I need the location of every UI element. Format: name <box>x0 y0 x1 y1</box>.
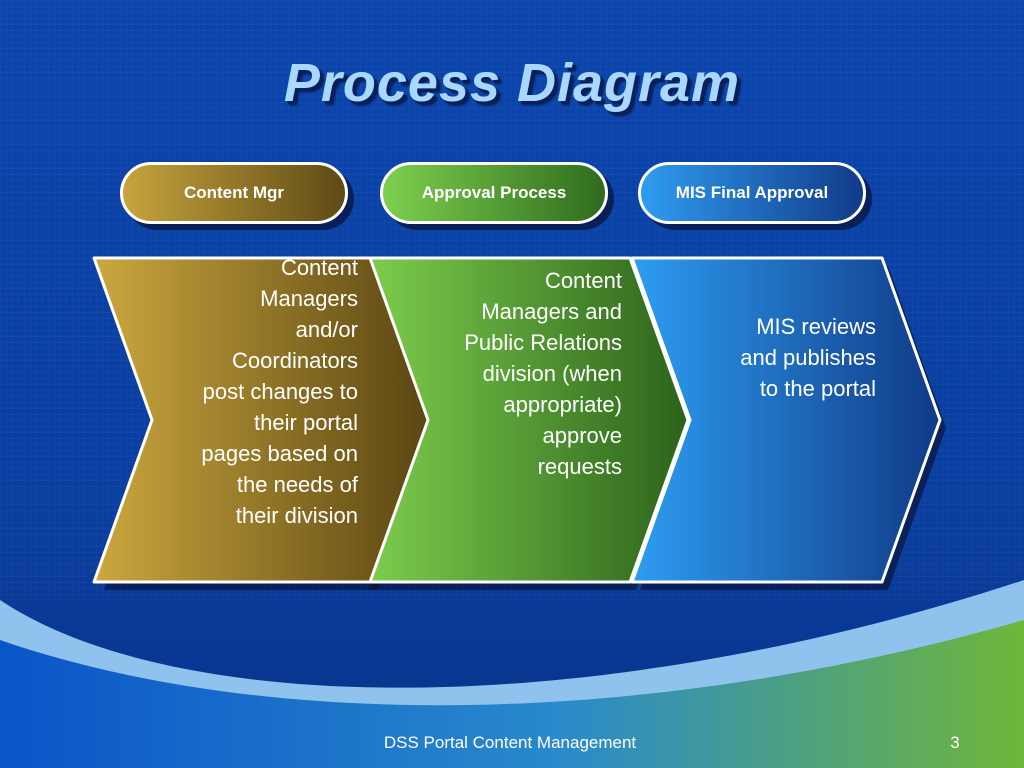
stage-1-chevron <box>92 256 430 584</box>
stage-1-label: Content Mgr <box>183 183 285 202</box>
stage-3-description: MIS reviews and publishes to the portal <box>740 314 876 401</box>
stage-3-chevron <box>630 256 942 584</box>
stage-1-description: Content Managers and/or Coordinators pos… <box>201 255 358 528</box>
stage-3-label: MIS Final Approval <box>675 183 829 202</box>
stage-1-header: Content Mgr <box>120 162 348 224</box>
stage-3-header: MIS Final Approval <box>638 162 866 224</box>
stage-2-description: Content Managers and Public Relations di… <box>464 268 622 479</box>
footer-text: DSS Portal Content Management <box>383 733 637 752</box>
slide-title: Process Diagram <box>283 53 741 113</box>
page-number: 3 <box>950 733 960 752</box>
stage-2-label: Approval Process <box>421 183 567 202</box>
stage-2-header: Approval Process <box>380 162 608 224</box>
